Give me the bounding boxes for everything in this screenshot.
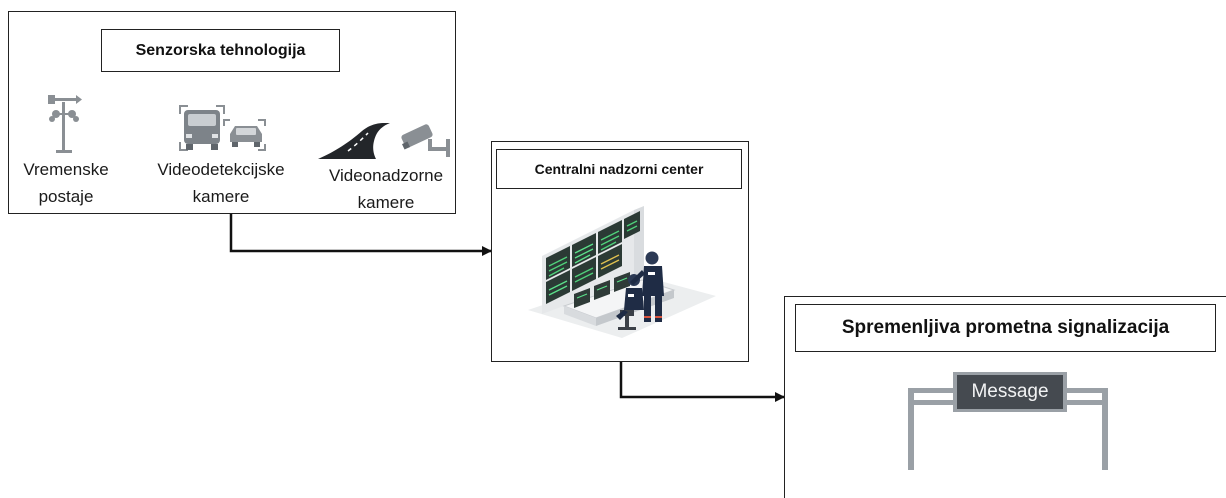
sensor-technology-title: Senzorska tehnologija: [101, 29, 340, 72]
variable-signage-title: Spremenljiva prometna signalizacija: [795, 304, 1216, 352]
arrow-sensors-to-control: [229, 212, 492, 256]
surveillance-cameras-label: Videonadzorne kamere: [312, 162, 460, 216]
control-room-icon: [528, 206, 716, 338]
vehicle-detection-camera-icon: [179, 105, 266, 151]
weather-stations-label: Vremenske postaje: [10, 156, 122, 210]
weather-stations-label-line1: Vremenske: [23, 160, 109, 179]
control-center-title: Centralni nadzorni center: [496, 149, 742, 189]
video-detection-cameras-label-line2: kamere: [192, 187, 250, 206]
video-detection-cameras-label-line1: Videodetekcijske: [157, 160, 285, 179]
variable-sign-message-text: Message: [971, 381, 1049, 402]
video-detection-cameras-label: Videodetekcijske kamere: [140, 156, 302, 210]
weather-stations-label-line2: postaje: [38, 187, 94, 206]
weather-station-icon: [48, 95, 82, 153]
variable-message-sign-icon: [908, 372, 1108, 470]
arrow-control-to-signage: [619, 362, 785, 402]
surveillance-cameras-label-line1: Videonadzorne: [328, 166, 444, 185]
surveillance-camera-icon: [318, 123, 450, 159]
surveillance-cameras-label-line2: kamere: [357, 193, 415, 212]
